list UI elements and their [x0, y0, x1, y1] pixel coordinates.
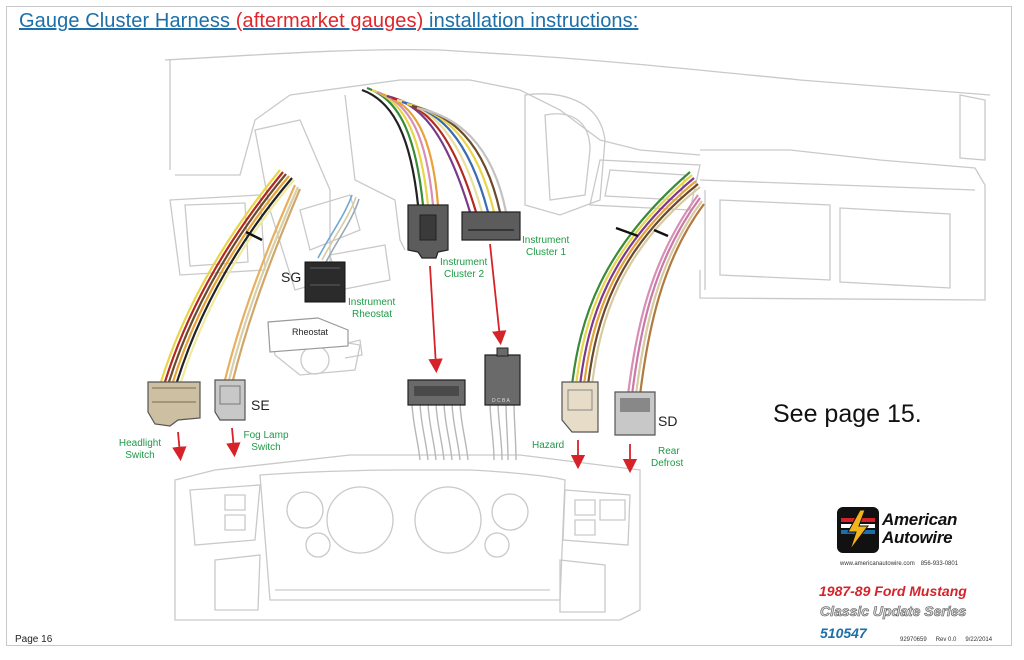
instrument-cluster-2-connector — [407, 204, 449, 259]
title-accent: (aftermarket gauges) — [235, 10, 424, 32]
american-autowire-logo-icon — [837, 507, 879, 553]
arrow-headlight — [172, 431, 187, 462]
mating-connector-vertical — [484, 347, 521, 406]
label-cluster-1-line2: Cluster 1 — [526, 247, 566, 258]
label-fog-lamp-line2: Switch — [251, 442, 280, 453]
brand-line-2: Autowire — [882, 528, 953, 547]
wire-clip-left — [245, 230, 263, 242]
connector-pin-letters: D C B A — [492, 398, 510, 404]
fog-lamp-switch-connector — [214, 379, 246, 421]
code-fog-lamp: SE — [251, 397, 270, 413]
wire-clip-right-1 — [615, 226, 639, 238]
see-page-note: See page 15. — [773, 400, 922, 428]
label-cluster-2-line2: Cluster 2 — [444, 269, 484, 280]
code-rheostat: SG — [281, 269, 301, 285]
arrow-fog-lamp — [226, 427, 241, 458]
headlight-switch-connector — [147, 381, 201, 427]
cluster-pigtails — [411, 401, 517, 461]
red-arrows — [172, 243, 638, 474]
product-series: Classic Update Series — [820, 603, 967, 620]
wire-bundle-top — [361, 86, 508, 213]
brand-website: www.americanautowire.com — [840, 561, 915, 567]
page-title: Gauge Cluster Harness (aftermarket gauge… — [19, 10, 638, 33]
title-prefix: Gauge Cluster Harness — [19, 10, 236, 32]
code-rear-defrost: SD — [658, 413, 677, 429]
doc-rev: Rev 0.0 — [935, 637, 957, 643]
doc-date: 9/22/2014 — [965, 637, 993, 643]
document-info: 92970659 Rev 0.0 9/22/2014 — [900, 637, 1001, 643]
rheostat-body — [267, 317, 349, 353]
label-rear-defrost-line2: Defrost — [651, 458, 683, 469]
label-fog-lamp-line1: Fog Lamp — [243, 430, 288, 441]
mating-connector-horizontal — [407, 379, 466, 406]
brand-phone: 856-933-0801 — [920, 561, 959, 567]
label-cluster-2-line1: Instrument — [440, 257, 487, 268]
arrow-cluster-1 — [489, 243, 507, 346]
page-border — [6, 6, 1012, 646]
page-number: Page 16 — [15, 634, 53, 645]
label-headlight-line1: Headlight — [119, 438, 161, 449]
label-rheostat-line2: Rheostat — [352, 309, 392, 320]
brand-contact: www.americanautowire.com 856-933-0801 — [840, 561, 964, 567]
rheostat-connector — [304, 261, 346, 303]
wire-bundle-rheostat — [317, 194, 360, 263]
hazard-connector — [561, 381, 599, 433]
brand-line-1: American — [882, 510, 958, 529]
label-headlight-line2: Switch — [125, 450, 154, 461]
wire-clip-right-2 — [653, 228, 669, 238]
product-model: 1987-89 Ford Mustang — [819, 583, 967, 599]
instrument-cluster-1-connector — [461, 211, 521, 241]
product-part-number: 510547 — [820, 625, 867, 641]
title-suffix: installation instructions: — [423, 10, 639, 32]
label-hazard: Hazard — [532, 440, 564, 451]
arrow-cluster-2 — [428, 265, 443, 374]
label-rear-defrost-line1: Rear — [658, 446, 680, 457]
rheostat-label: Rheostat — [292, 327, 329, 337]
label-cluster-1-line1: Instrument — [522, 235, 569, 246]
wire-bundle-left — [158, 169, 302, 386]
label-rheostat-line1: Instrument — [348, 297, 395, 308]
rear-defrost-connector — [614, 391, 656, 436]
doc-number: 92970659 — [900, 637, 927, 643]
wire-bundle-right — [570, 171, 705, 396]
